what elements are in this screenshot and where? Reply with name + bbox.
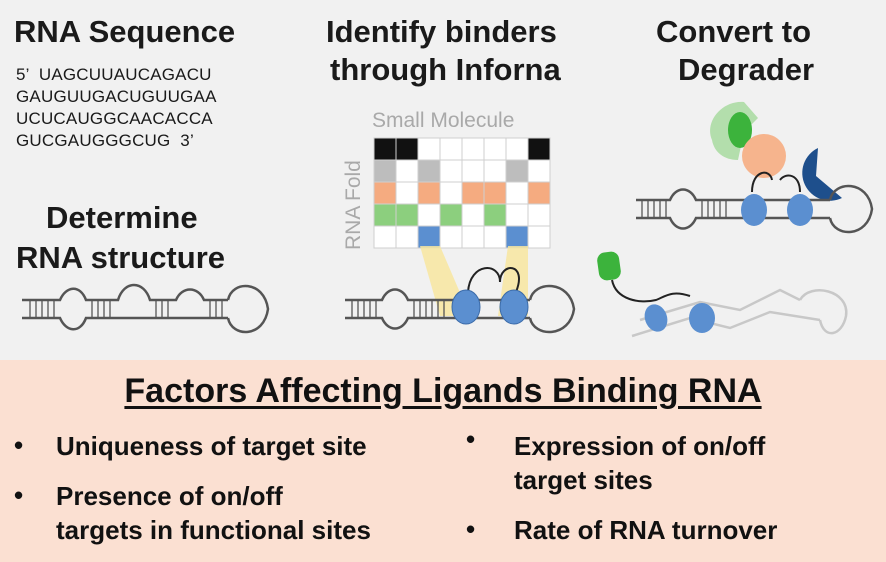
factor-item-continued: targets in functional sites <box>56 515 371 545</box>
grid-cell <box>439 137 463 161</box>
degrader-protein-peach <box>742 134 786 178</box>
grid-cell <box>461 137 485 161</box>
degrader-illustration <box>597 101 874 338</box>
rna-sequence: 5’ UAGCUUAUCAGACU GAUGUUGACUGUUGAA UCUCA… <box>16 64 217 152</box>
grid-cell <box>373 181 397 205</box>
degrader-ligand-green <box>728 112 752 148</box>
grid-cell <box>483 159 507 183</box>
binder-ligand <box>499 289 529 325</box>
inforna-title-line1: Identify binders <box>326 14 557 49</box>
rna-hairpin-with-binders <box>345 267 576 334</box>
grid-cell <box>527 225 551 249</box>
grid-cell <box>483 203 507 227</box>
determine-structure-title-line2: RNA structure <box>16 240 225 275</box>
degrader-pacman <box>802 148 842 201</box>
factor-item-continued: target sites <box>514 465 653 495</box>
bullet: • <box>14 430 24 460</box>
grid-cell <box>417 181 441 205</box>
grid-cell <box>505 181 529 205</box>
factor-item: Uniqueness of target site <box>56 431 367 461</box>
sequence-line: GAUGUUGACUGUUGAA <box>16 87 217 106</box>
grid-cell <box>505 137 529 161</box>
grid-cell <box>395 225 419 249</box>
binder-ligand <box>741 194 767 226</box>
grid-cell <box>373 225 397 249</box>
grid-cell <box>461 159 485 183</box>
grid-cell <box>527 181 551 205</box>
degrader-title-line2: Degrader <box>678 52 815 87</box>
determine-structure-title-line1: Determine <box>46 200 198 235</box>
bullet: • <box>466 424 476 454</box>
sequence-line: GUCGAUGGGCUG 3’ <box>16 131 194 150</box>
grid-cell <box>439 181 463 205</box>
binder-ligand <box>787 194 813 226</box>
inforna-grid: Small Molecule RNA Fold <box>342 109 576 334</box>
grid-cell <box>527 159 551 183</box>
factors-title: Factors Affecting Ligands Binding RNA <box>124 372 762 410</box>
grid-cell <box>461 203 485 227</box>
sequence-line: 5’ UAGCUUAUCAGACU <box>16 65 212 84</box>
grid-y-label: RNA Fold <box>342 160 365 250</box>
grid-cell <box>483 181 507 205</box>
bullet: • <box>14 480 24 510</box>
grid-cell <box>461 181 485 205</box>
grid-cell <box>417 225 441 249</box>
grid-cell <box>417 203 441 227</box>
degraded-rna <box>597 251 848 338</box>
grid-x-label: Small Molecule <box>372 109 514 132</box>
factor-item: Rate of RNA turnover <box>514 515 778 545</box>
grid-cell <box>373 159 397 183</box>
grid-cell <box>461 225 485 249</box>
grid-cell <box>505 203 529 227</box>
rna-hairpin-structure <box>22 283 270 334</box>
factor-item: Expression of on/off <box>514 431 766 461</box>
grid-cell <box>439 225 463 249</box>
grid-cell <box>373 203 397 227</box>
grid-cell <box>505 159 529 183</box>
grid-cell <box>439 203 463 227</box>
factor-item: Presence of on/off <box>56 481 283 511</box>
factors-panel <box>0 360 886 562</box>
grid-cell <box>483 225 507 249</box>
grid-cell <box>395 137 419 161</box>
bullet: • <box>466 514 476 544</box>
grid-cell <box>373 137 397 161</box>
grid-cell <box>417 159 441 183</box>
workflow-illustrations: Small Molecule RNA Fold <box>22 101 874 338</box>
rna-sequence-title: RNA Sequence <box>14 14 236 49</box>
grid-cell <box>483 137 507 161</box>
grid-cell <box>505 225 529 249</box>
grid-cell <box>395 159 419 183</box>
grid-cell <box>439 159 463 183</box>
grid-cell <box>395 203 419 227</box>
grid-cell <box>395 181 419 205</box>
inforna-title-line2: through Inforna <box>330 52 561 87</box>
sequence-line: UCUCAUGGCAACACCA <box>16 109 213 128</box>
degrader-title-line1: Convert to <box>656 14 811 49</box>
grid-cell <box>527 203 551 227</box>
grid-cell <box>527 137 551 161</box>
grid-cell <box>417 137 441 161</box>
binder-ligand <box>451 289 481 325</box>
